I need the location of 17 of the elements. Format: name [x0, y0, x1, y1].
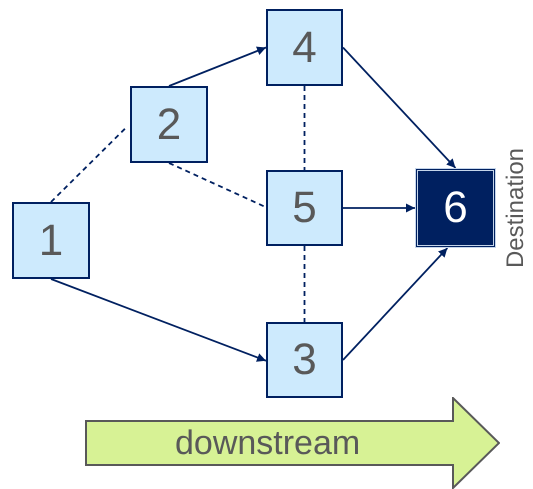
- arrow: [343, 204, 415, 212]
- node-box: 2: [130, 86, 208, 163]
- arrow: [342, 46, 456, 169]
- node-box: 4: [266, 9, 343, 86]
- dashed-line: [304, 246, 306, 322]
- dashed-line: [50, 125, 128, 203]
- destination-box: 6: [415, 168, 496, 248]
- node-box: 3: [266, 322, 343, 398]
- arrow: [50, 278, 266, 362]
- side-label: Destination: [502, 148, 530, 268]
- dashed-line: [304, 86, 306, 170]
- node-box: 1: [12, 202, 90, 279]
- arrow: [342, 247, 448, 361]
- dashed-line: [168, 162, 266, 208]
- arrow: [168, 46, 266, 87]
- node-box: 5: [266, 170, 343, 246]
- arrow-label: downstream: [175, 423, 360, 463]
